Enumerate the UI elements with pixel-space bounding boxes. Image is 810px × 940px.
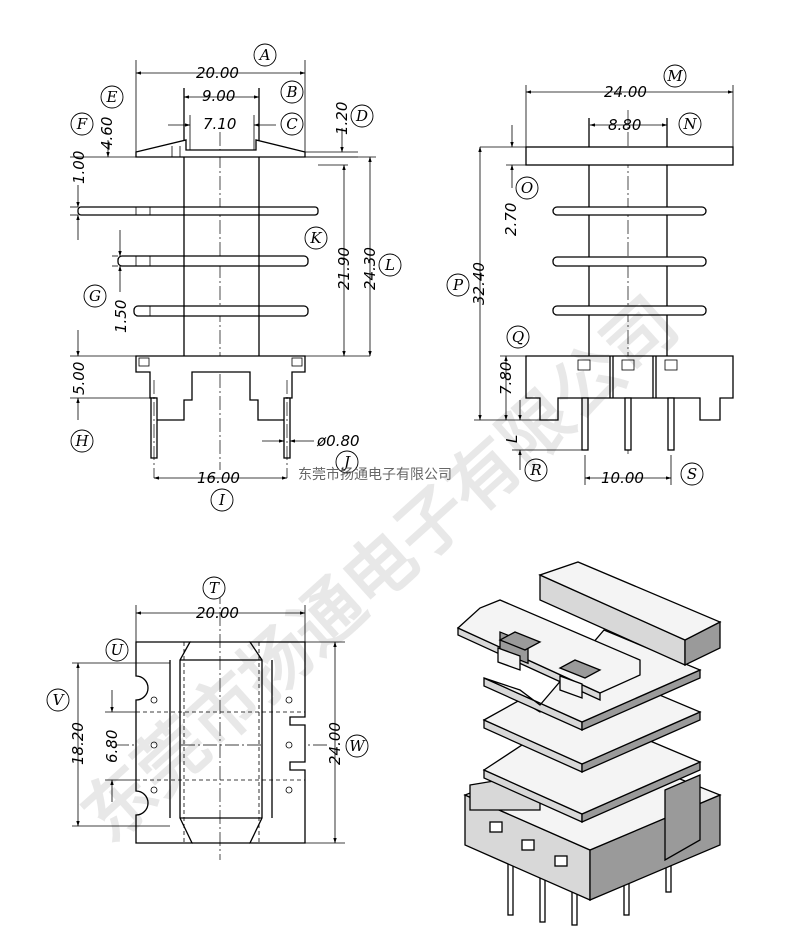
- label-e: E: [106, 88, 118, 106]
- dim-n-value: 8.80: [608, 116, 641, 134]
- dim-p-value: 32.40: [470, 262, 488, 305]
- dim-e-value: 4.60: [98, 117, 116, 150]
- label-s: S: [687, 465, 697, 483]
- label-p: P: [452, 276, 464, 294]
- bottom-view: 20.00 18.20 6.80 24.00: [69, 590, 345, 860]
- side-view: 24.00 8.80 2.70 32.40 7.80 L 10.00: [470, 83, 734, 487]
- label-v: V: [53, 691, 66, 709]
- label-d: D: [355, 107, 368, 125]
- label-h: H: [74, 432, 89, 450]
- label-f: F: [76, 115, 88, 133]
- circled-labels: A B C D E F G H I J K L M N O P Q R S: [46, 43, 704, 758]
- dim-k-value: 21.90: [335, 247, 353, 290]
- dim-g-value: 1.50: [112, 300, 130, 333]
- dim-v-value: 18.20: [69, 722, 87, 765]
- label-i: I: [218, 491, 226, 509]
- label-o: O: [521, 179, 533, 197]
- label-l: L: [384, 256, 395, 274]
- label-q: Q: [512, 328, 524, 346]
- dim-t-value: 20.00: [196, 604, 239, 622]
- dim-s-value: 10.00: [601, 469, 644, 487]
- dim-m-value: 24.00: [604, 83, 647, 101]
- dim-i-value: 16.00: [197, 469, 240, 487]
- dim-c-value: 7.10: [203, 115, 236, 133]
- pin-length-label: L: [503, 435, 521, 443]
- dim-v-inner-value: 6.80: [103, 730, 121, 763]
- front-view: 20.00 9.00 7.10 1.20 4.60 1.00 1.50: [70, 60, 379, 487]
- dim-h-value: 5.00: [70, 362, 88, 395]
- label-m: M: [666, 67, 683, 85]
- label-c: C: [286, 115, 298, 133]
- label-w: W: [349, 737, 366, 755]
- label-j: J: [341, 453, 351, 471]
- dim-f-value: 1.00: [70, 151, 88, 184]
- dim-a-value: 20.00: [196, 64, 239, 82]
- dim-l-value: 24.30: [361, 247, 379, 290]
- watermark-small: 东莞市扬通电子有限公司: [298, 466, 452, 483]
- dim-q-value: 7.80: [497, 362, 515, 395]
- dim-b-value: 9.00: [202, 87, 235, 105]
- label-a: A: [258, 46, 271, 64]
- dim-w-value: 24.00: [326, 722, 344, 765]
- dim-o-value: 2.70: [502, 203, 520, 236]
- dim-j-value: ø0.80: [316, 432, 360, 450]
- label-g: G: [89, 287, 101, 305]
- dim-d-value: 1.20: [333, 102, 351, 135]
- label-t: T: [209, 579, 220, 597]
- isometric-view: [456, 561, 722, 926]
- label-n: N: [682, 115, 697, 133]
- label-u: U: [111, 641, 125, 659]
- label-r: R: [529, 461, 541, 479]
- label-b: B: [285, 83, 297, 101]
- label-k: K: [309, 229, 322, 247]
